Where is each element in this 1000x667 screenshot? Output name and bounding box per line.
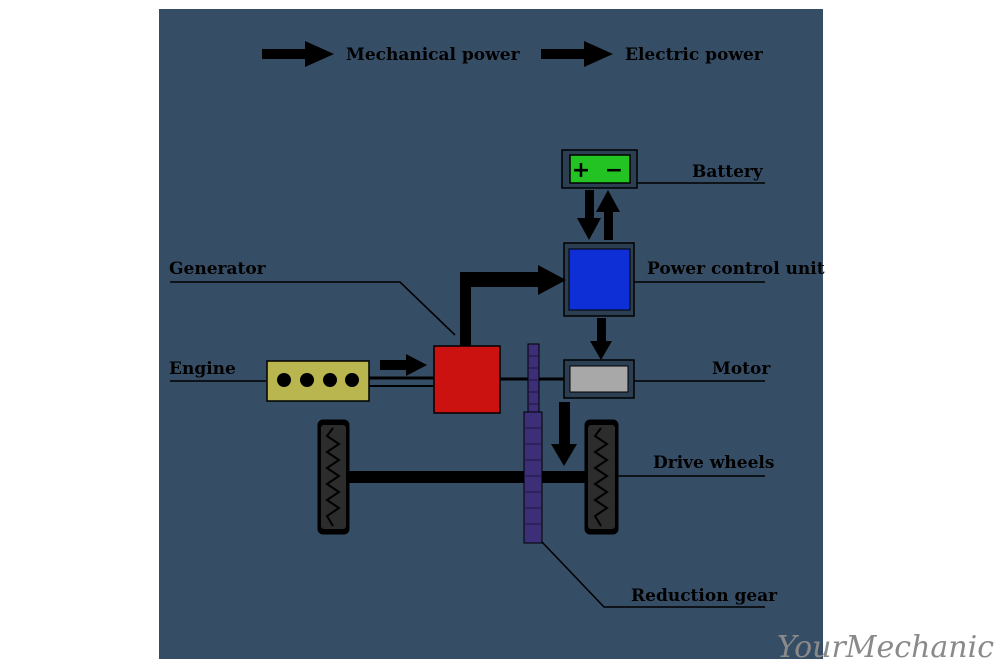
battery-label: Battery (692, 162, 764, 182)
motor-body (569, 365, 629, 393)
engine-cylinder-3 (323, 373, 337, 387)
battery-minus-icon: − (605, 158, 623, 183)
pcu-to-motor-arrow (590, 318, 612, 360)
drive-wheels-label: Drive wheels (653, 453, 774, 473)
pcu-body (568, 248, 631, 311)
engine-cylinder-1 (277, 373, 291, 387)
left-wheel (317, 419, 350, 535)
engine-cylinder-4 (345, 373, 359, 387)
generator-to-pcu-arrow (460, 265, 566, 346)
engine-cylinder-2 (300, 373, 314, 387)
engine (266, 360, 370, 402)
generator-leader-line (170, 281, 456, 336)
reduction-gear-large (523, 411, 543, 544)
electric-power-arrow-icon (541, 41, 613, 67)
battery-to-pcu-arrow (577, 190, 601, 240)
motor-label: Motor (712, 359, 771, 379)
power-control-unit-label: Power control unit (647, 259, 825, 279)
battery-body (569, 154, 631, 184)
legend-electric-label: Electric power (625, 45, 764, 65)
motor (563, 359, 635, 399)
motor-to-wheels-arrow (551, 402, 577, 466)
engine-to-generator-arrow (380, 354, 427, 376)
right-wheel (584, 419, 619, 535)
generator-label: Generator (169, 259, 267, 279)
power-control-unit (563, 242, 635, 317)
pcu-to-battery-arrow (596, 190, 620, 240)
mechanical-power-arrow-icon (262, 41, 334, 67)
battery: + − (561, 149, 638, 189)
reduction-gear-label: Reduction gear (631, 586, 778, 606)
legend-mechanical-label: Mechanical power (346, 45, 521, 65)
yourmechanic-watermark: YourMechanic (777, 630, 994, 665)
leader-lines (170, 182, 765, 608)
diagram-background (159, 9, 823, 659)
engine-label: Engine (169, 359, 236, 379)
legend: Mechanical power Electric power (262, 41, 764, 67)
battery-plus-icon: + (572, 158, 590, 183)
drive-axle (348, 471, 586, 483)
generator (433, 345, 501, 414)
reduction-gear (523, 343, 543, 544)
reduction-gear-leader-line (541, 541, 765, 608)
